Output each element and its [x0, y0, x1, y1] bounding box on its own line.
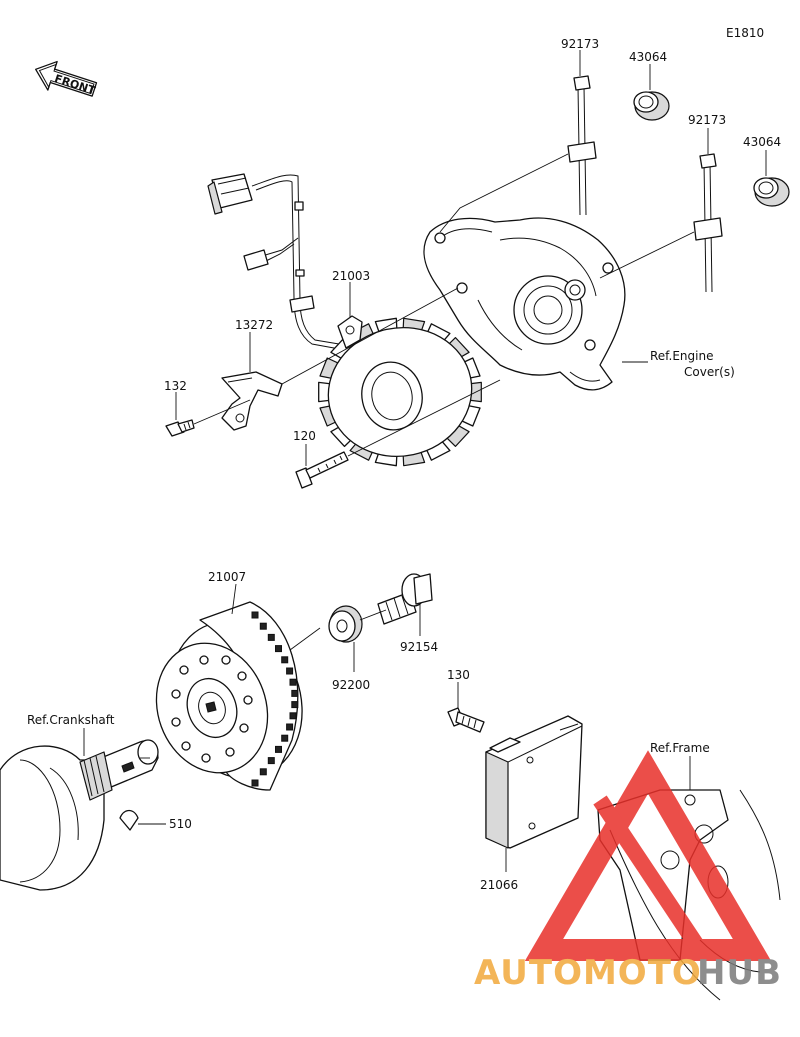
ref-crankshaft: Ref.Crankshaft [27, 713, 115, 727]
engine-cover [423, 217, 626, 391]
grommet-92173-a [567, 75, 597, 216]
rotor-tooth [275, 745, 282, 753]
rotor-tooth [286, 667, 294, 675]
diagram-code: E1810 [726, 26, 764, 40]
stator [318, 315, 482, 467]
rotor-tooth [259, 622, 267, 630]
watermark-text-automoto: AUTOMOTO [474, 953, 702, 993]
rotor-tooth [275, 645, 282, 653]
rotor-tooth [289, 712, 297, 720]
label-92200: 92200 [332, 678, 370, 692]
rotor-tooth [251, 779, 259, 787]
ref-engine-line2: Cover(s) [684, 365, 735, 379]
bracket [221, 371, 283, 431]
bolt-130 [447, 707, 485, 733]
label-92173-b: 92173 [688, 113, 726, 127]
washer-92200 [328, 605, 363, 643]
watermark-slash-icon [593, 795, 707, 955]
cap-43064-b [753, 177, 790, 207]
rotor-tooth [259, 768, 267, 776]
label-43064-a: 43064 [629, 50, 667, 64]
label-132: 132 [164, 379, 187, 393]
label-120: 120 [293, 429, 316, 443]
grommet-92173-b [693, 153, 723, 293]
crankshaft [0, 739, 159, 891]
front-arrow-icon: FRONT [35, 60, 97, 98]
rotor-tooth [281, 656, 289, 664]
cap-43064-a [633, 91, 670, 121]
label-21066: 21066 [480, 878, 518, 892]
rotor [155, 601, 303, 791]
bolt-92154 [377, 573, 433, 625]
rotor-tooth [281, 734, 289, 742]
wire-harness [207, 173, 346, 351]
leader-lines-lower [83, 583, 691, 872]
bolt-120 [295, 451, 349, 489]
label-510: 510 [169, 817, 192, 831]
ref-engine-line1: Ref.Engine [650, 349, 713, 363]
label-13272: 13272 [235, 318, 273, 332]
regulator-21066 [485, 715, 583, 849]
rotor-tooth [251, 611, 259, 619]
key-510 [119, 809, 139, 831]
label-21003: 21003 [332, 269, 370, 283]
label-21007: 21007 [208, 570, 246, 584]
label-92154: 92154 [400, 640, 438, 654]
rotor-tooth [267, 757, 275, 765]
bolt-132 [165, 419, 195, 437]
label-130: 130 [447, 668, 470, 682]
label-43064-b: 43064 [743, 135, 781, 149]
watermark-text-hub: HUB [697, 953, 782, 993]
rotor-tooth [291, 689, 299, 697]
leader-lines-upper [175, 50, 767, 466]
watermark-triangle-icon [524, 750, 772, 961]
label-92173-a: 92173 [561, 37, 599, 51]
rotor-tooth [267, 633, 275, 641]
rotor-tooth [291, 701, 299, 709]
ref-frame: Ref.Frame [650, 741, 710, 755]
rotor-tooth [289, 678, 297, 686]
rotor-tooth [286, 723, 294, 731]
part-labels: 92173 43064 92173 43064 21003 13272 132 … [27, 37, 781, 892]
watermark-logo: AUTOMOTO HUB [474, 750, 782, 993]
